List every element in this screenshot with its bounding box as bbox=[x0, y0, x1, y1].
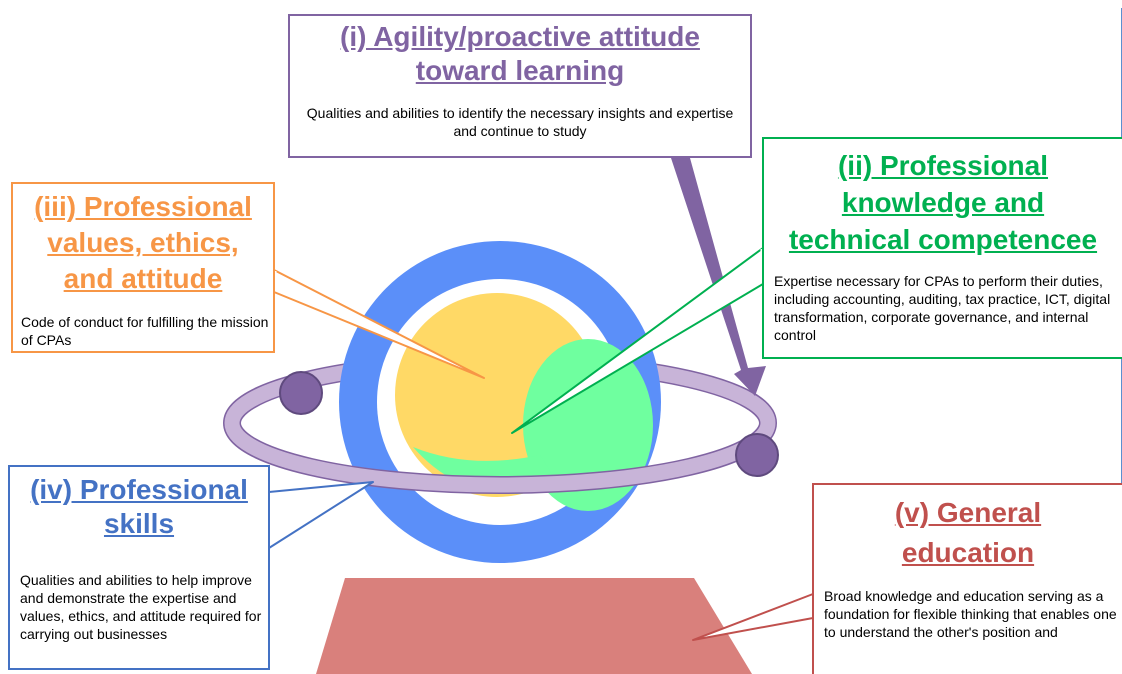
arrow-i bbox=[671, 158, 766, 396]
box-knowledge-title-line1: (ii) Professional bbox=[837, 150, 1049, 181]
box-knowledge-title-line3: technical competencee bbox=[788, 224, 1098, 255]
box-skills-title-line1: (iv) Professional bbox=[30, 474, 248, 505]
box-skills-title-line2: skills bbox=[103, 508, 175, 539]
box-skills-title: (iv) Professional skills bbox=[10, 473, 268, 541]
box-values-title-line1: (iii) Professional bbox=[34, 191, 252, 222]
box-skills: (iv) Professional skills Qualities and a… bbox=[8, 465, 270, 670]
box-agility-title-line2: toward learning bbox=[415, 55, 625, 86]
box-general-education-description: Broad knowledge and education serving as… bbox=[824, 588, 1117, 640]
box-knowledge-description: Expertise necessary for CPAs to perform … bbox=[774, 273, 1111, 343]
planet-left bbox=[279, 371, 323, 415]
box-general-education-title-line1: (v) General bbox=[894, 497, 1042, 528]
box-values: (iii) Professional values, ethics, and a… bbox=[11, 182, 275, 353]
box-general-education-title-line2: education bbox=[901, 537, 1035, 568]
box-values-title: (iii) Professional values, ethics, and a… bbox=[13, 189, 273, 297]
box-agility-title: (i) Agility/proactive attitude toward le… bbox=[290, 20, 750, 88]
box-general-education-title: (v) General education bbox=[814, 493, 1122, 573]
box-knowledge-title-line2: knowledge and bbox=[841, 187, 1045, 218]
box-values-title-line2: values, ethics, bbox=[47, 227, 239, 258]
box-values-title-line3: and attitude bbox=[63, 263, 223, 294]
box-values-description: Code of conduct for fulfilling the missi… bbox=[21, 314, 269, 348]
box-general-education: (v) General education Broad knowledge an… bbox=[812, 483, 1122, 674]
callout-pointer-iv bbox=[268, 481, 374, 549]
box-knowledge: (ii) Professional knowledge and technica… bbox=[762, 137, 1122, 359]
box-agility: (i) Agility/proactive attitude toward le… bbox=[288, 14, 752, 158]
box-agility-description: Qualities and abilities to identify the … bbox=[306, 105, 734, 139]
box-agility-title-line1: (i) Agility/proactive attitude bbox=[340, 21, 700, 52]
box-knowledge-title: (ii) Professional knowledge and technica… bbox=[764, 147, 1122, 258]
general-education-base bbox=[316, 578, 752, 674]
planet-right bbox=[735, 433, 779, 477]
knowledge-core bbox=[523, 339, 653, 511]
box-skills-description: Qualities and abilities to help improve … bbox=[20, 572, 262, 642]
